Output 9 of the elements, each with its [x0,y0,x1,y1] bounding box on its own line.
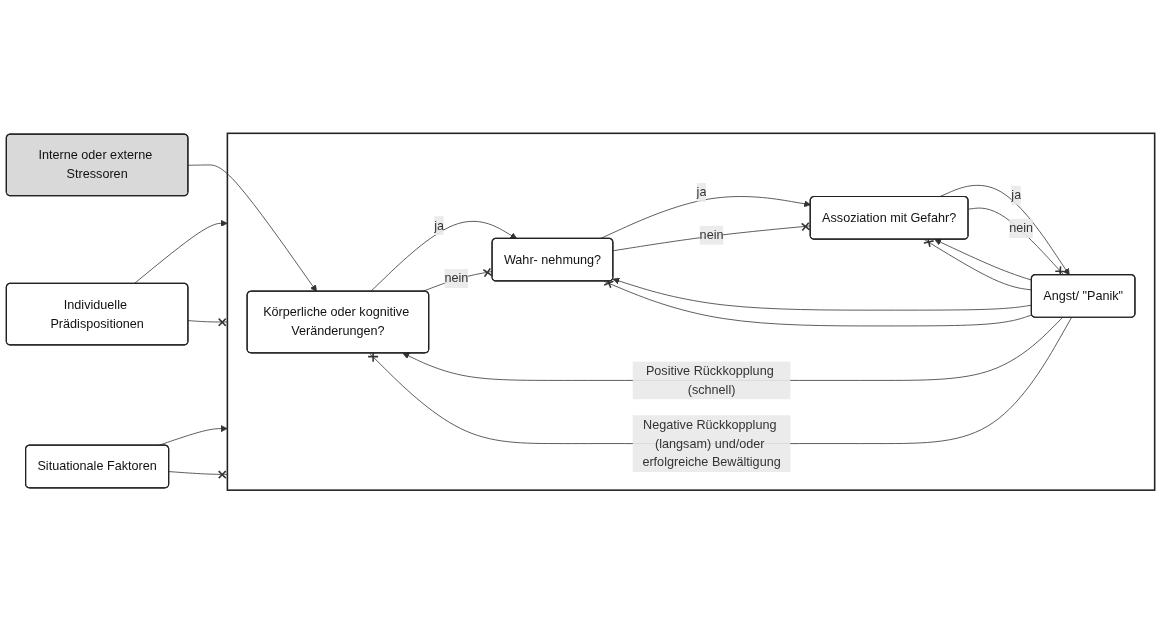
edge-label: nein [444,271,469,285]
edge-label: Negative Rückkopplung (langsam) und/oder erfolgreiche Bewältigung [642,417,781,469]
edge-label: ja [434,218,445,232]
edge-label: nein [699,227,724,242]
edge-label: ja [1011,187,1022,202]
edge-label: nein [1009,221,1034,235]
edge-label: ja [696,185,707,199]
edge-label: Positive Rückkopplung (schnell) [645,363,774,396]
cluster [226,132,1156,491]
